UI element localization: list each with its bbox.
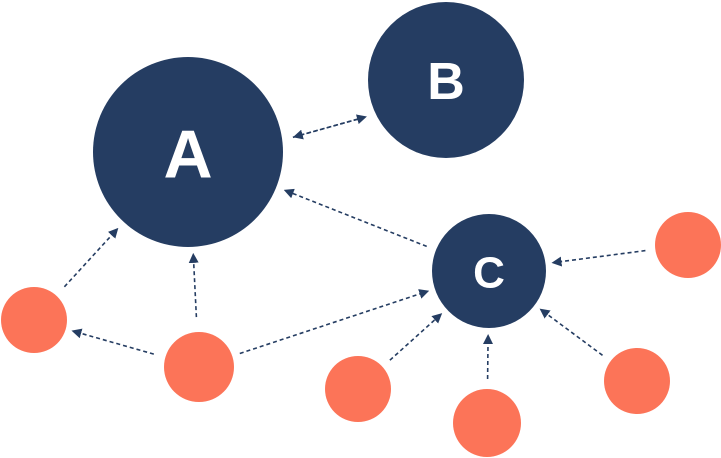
- edge-C-to-A: [283, 188, 427, 248]
- leaf-circle-leaf-bottom-center: [453, 389, 521, 457]
- leaf-circle-leaf-bottom-left: [325, 356, 391, 422]
- edge-A-to-B: [292, 114, 367, 139]
- node-label-c: C: [473, 248, 505, 297]
- edge-leaf-left-to-A: [63, 227, 119, 288]
- leaf-circle-leaf-bottom-right: [604, 348, 670, 414]
- hub-circle-a: [93, 57, 283, 247]
- leaf-circle-leaf-left: [1, 287, 67, 353]
- edges-layer: [63, 114, 646, 380]
- node-leaf-bottom-center: [453, 389, 521, 457]
- node-a: A: [93, 57, 283, 247]
- node-b: B: [368, 2, 524, 158]
- edge-leaf-center-to-A: [188, 252, 199, 318]
- hub-circle-c: [432, 214, 546, 328]
- edge-leaf-center-to-leaf-left: [71, 328, 155, 355]
- leaf-circle-leaf-right-top: [655, 212, 721, 278]
- node-label-b: B: [427, 53, 465, 111]
- leaf-circle-leaf-center: [164, 332, 234, 402]
- edge-leaf-right-top-to-C: [551, 249, 646, 267]
- node-leaf-bottom-left: [325, 356, 391, 422]
- edge-leaf-center-to-C: [239, 289, 430, 355]
- node-leaf-left: [1, 287, 67, 353]
- edge-leaf-bottom-center-to-C: [483, 334, 494, 380]
- node-leaf-center: [164, 332, 234, 402]
- hub-circle-b: [368, 2, 524, 158]
- edge-leaf-bottom-left-to-C: [389, 313, 443, 361]
- node-c: C: [432, 214, 546, 328]
- node-label-a: A: [163, 117, 212, 193]
- edge-leaf-bottom-right-to-C: [539, 308, 603, 356]
- node-leaf-right-top: [655, 212, 721, 278]
- node-leaf-bottom-right: [604, 348, 670, 414]
